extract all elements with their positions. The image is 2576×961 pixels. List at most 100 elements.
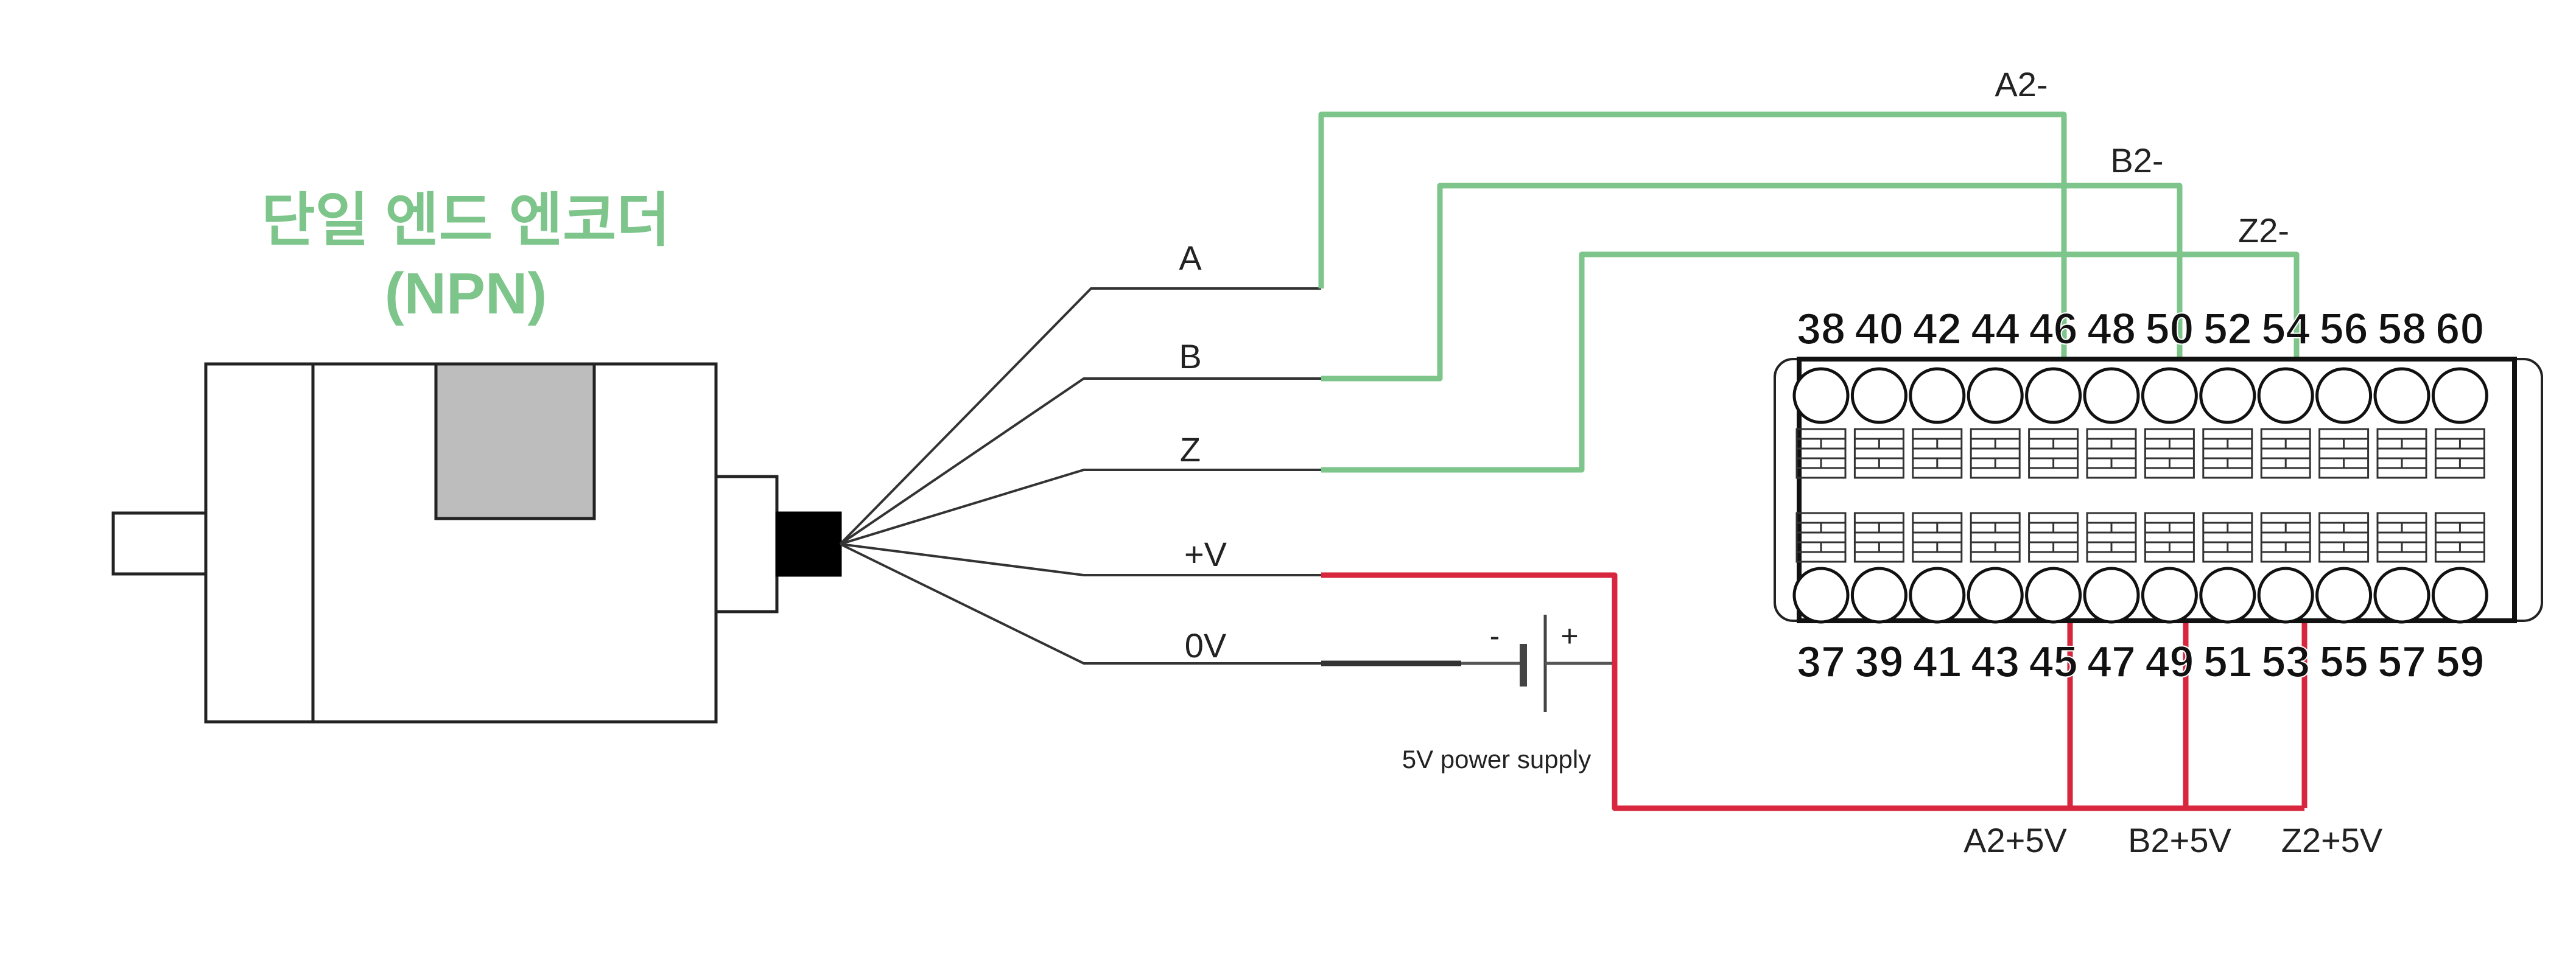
label-b2-minus: B2- — [2110, 141, 2163, 180]
cable-plus-v — [840, 543, 1321, 576]
battery-plus-sign: + — [1560, 619, 1578, 653]
terminal-clamp-top-11 — [2434, 428, 2485, 479]
terminal-number-top: 42 — [1913, 305, 1962, 354]
encoder-cables — [839, 287, 1321, 665]
wire-z2-minus — [1321, 251, 2300, 473]
terminal-screw-top-48 — [2083, 367, 2140, 424]
terminal-clamp-top-1 — [1853, 428, 1904, 479]
terminal-number-bottom: 47 — [2087, 638, 2136, 687]
terminal-number-bottom: 43 — [1971, 638, 2020, 687]
terminal-clamp-bottom-4 — [2028, 512, 2079, 563]
terminal-number-top: 44 — [1971, 305, 2020, 354]
terminal-number-top: 46 — [2029, 305, 2078, 354]
cable-z — [840, 469, 1321, 545]
terminal-number-bottom: 37 — [1797, 638, 1845, 687]
terminal-screw-top-46 — [2025, 367, 2082, 424]
terminal-clamp-top-8 — [2260, 428, 2311, 479]
terminal-clamp-top-4 — [2028, 428, 2079, 479]
wire-labels: A B Z +V 0V — [1179, 239, 1227, 665]
terminal-screw-top-38 — [1792, 367, 1850, 424]
encoder-shaft — [111, 511, 208, 576]
title-line-1: 단일 엔드 엔코더 — [261, 188, 670, 253]
wire-label-b: B — [1179, 337, 1201, 376]
terminal-screw-bottom-55 — [2315, 567, 2373, 624]
terminal-top-screws — [1792, 367, 2488, 424]
label-a2-minus: A2- — [1995, 65, 2048, 103]
terminal-number-top: 56 — [2320, 305, 2368, 354]
terminal-screw-bottom-57 — [2373, 567, 2430, 624]
terminal-bottom-clamps — [1795, 512, 2485, 563]
terminal-number-bottom: 45 — [2029, 638, 2078, 687]
terminal-clamp-bottom-11 — [2434, 512, 2485, 563]
terminal-clamp-top-0 — [1795, 428, 1847, 479]
terminal-number-bottom: 59 — [2435, 638, 2484, 687]
power-labels: A2+5V B2+5V Z2+5V — [1964, 821, 2383, 859]
cable-zero-v — [840, 543, 1321, 665]
label-a2-plus: A2+5V — [1964, 821, 2067, 859]
wire-plus-v — [1321, 572, 2304, 811]
terminal-bottom-screws — [1792, 567, 2488, 624]
power-supply-label: 5V power supply — [1402, 745, 1592, 774]
terminal-top-clamps — [1795, 428, 2485, 479]
terminal-clamp-bottom-5 — [2086, 512, 2137, 563]
terminal-number-top: 50 — [2145, 305, 2194, 354]
terminal-number-bottom: 57 — [2378, 638, 2426, 687]
terminal-clamp-bottom-6 — [2144, 512, 2195, 563]
terminal-number-bottom: 51 — [2203, 638, 2252, 687]
terminal-screw-bottom-39 — [1850, 567, 1907, 624]
terminal-clamp-top-6 — [2144, 428, 2195, 479]
terminal-screw-top-40 — [1850, 367, 1907, 424]
terminal-screw-bottom-49 — [2141, 567, 2198, 624]
terminal-screw-top-52 — [2199, 367, 2256, 424]
label-z2-minus: Z2- — [2238, 211, 2289, 250]
terminal-screw-top-60 — [2431, 367, 2488, 424]
terminal-screw-top-50 — [2141, 367, 2198, 424]
cable-a — [839, 287, 1321, 545]
terminal-screw-bottom-51 — [2199, 567, 2256, 624]
encoder-window — [434, 362, 596, 520]
terminal-screw-bottom-47 — [2083, 567, 2140, 624]
terminal-block — [1774, 357, 2543, 624]
terminal-clamp-bottom-10 — [2376, 512, 2427, 563]
terminal-number-top: 60 — [2435, 305, 2484, 354]
signal-labels: A2- B2- Z2- — [1995, 65, 2289, 250]
cable-b — [839, 377, 1321, 545]
terminal-screw-top-42 — [1909, 367, 1966, 424]
terminal-clamp-bottom-0 — [1795, 512, 1847, 563]
terminal-clamp-top-9 — [2318, 428, 2370, 479]
terminal-number-bottom: 39 — [1855, 638, 1903, 687]
encoder — [111, 362, 842, 724]
terminal-clamp-top-5 — [2086, 428, 2137, 479]
terminal-screw-bottom-41 — [1909, 567, 1966, 624]
wire-label-a: A — [1179, 239, 1202, 277]
terminal-number-bottom: 41 — [1913, 638, 1962, 687]
terminal-clamp-bottom-3 — [1970, 512, 2021, 563]
terminal-screw-top-54 — [2257, 367, 2314, 424]
signal-wires — [1318, 111, 2300, 473]
terminal-number-bottom: 53 — [2261, 638, 2310, 687]
terminal-clamp-bottom-9 — [2318, 512, 2370, 563]
terminal-number-top: 48 — [2087, 305, 2136, 354]
wire-label-z: Z — [1180, 430, 1201, 469]
terminal-screw-bottom-59 — [2431, 567, 2488, 624]
encoder-title: 단일 엔드 엔코더 (NPN) — [261, 188, 670, 326]
wire-label-zero-v: 0V — [1185, 626, 1227, 665]
encoder-cable-gland — [775, 511, 842, 577]
terminal-clamp-top-2 — [1912, 428, 1963, 479]
terminal-screw-bottom-45 — [2025, 567, 2082, 624]
wire-label-plus-v: +V — [1184, 535, 1227, 573]
terminal-screw-bottom-53 — [2257, 567, 2314, 624]
terminal-screw-top-56 — [2315, 367, 2373, 424]
terminal-number-top: 58 — [2378, 305, 2426, 354]
terminal-clamp-top-3 — [1970, 428, 2021, 479]
terminal-number-top: 52 — [2203, 305, 2252, 354]
terminal-clamp-bottom-1 — [1853, 512, 1904, 563]
terminal-number-bottom: 49 — [2145, 638, 2194, 687]
terminal-number-top: 40 — [1855, 305, 1903, 354]
power-supply: - + 5V power supply — [1321, 615, 1613, 774]
terminal-clamp-bottom-2 — [1912, 512, 1963, 563]
terminal-screw-bottom-43 — [1967, 567, 2024, 624]
